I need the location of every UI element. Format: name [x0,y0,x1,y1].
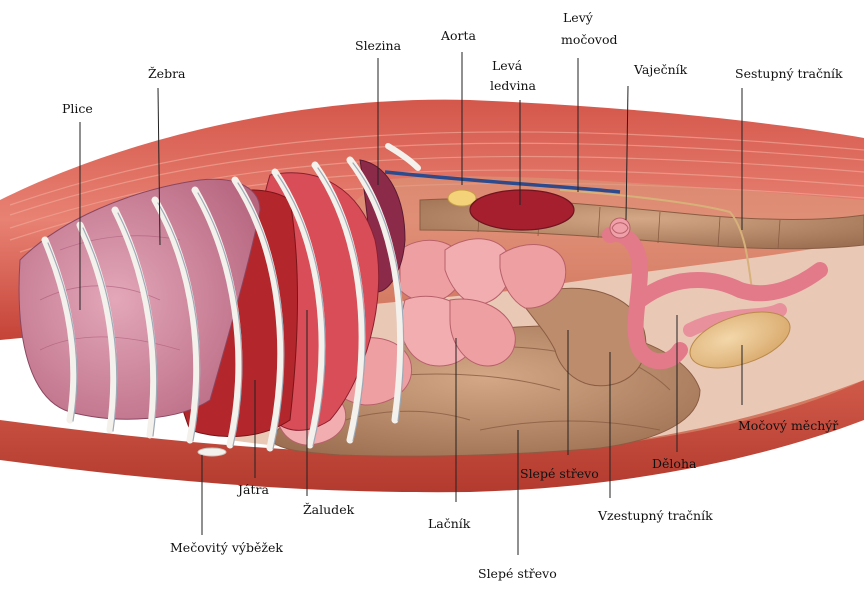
label-plice: Plice [62,101,93,116]
label-mecovity-vybezek: Mečovitý výběžek [170,540,283,555]
label-vajecnik: Vaječník [633,62,688,77]
label-levy-mocovod-1: Levý [563,10,594,25]
label-levy-mocovod-2: močovod [561,32,618,47]
label-vzestupny-tracnik: Vzestupný tračník [597,508,713,523]
label-leva-ledvina-1: Levá [492,58,523,73]
label-jatra: Játra [236,482,269,497]
label-lacnik: Lačník [428,516,471,531]
label-deloha: Děloha [652,456,697,471]
label-sestupny-tracnik: Sestupný tračník [735,66,843,81]
label-slepe-strevo-lower: Slepé střevo [478,566,557,581]
label-slepe-strevo-upper: Slepé střevo [520,466,599,481]
label-zaludek: Žaludek [303,502,355,517]
label-slezina: Slezina [355,38,402,53]
label-mocovy-mechyr: Močový měchýř [738,418,838,433]
label-leva-ledvina-2: ledvina [490,78,537,93]
label-zebra: Žebra [148,66,186,81]
ovary [610,218,630,238]
xiphoid-process [198,448,226,456]
label-aorta: Aorta [440,28,477,43]
left-kidney [470,190,574,230]
